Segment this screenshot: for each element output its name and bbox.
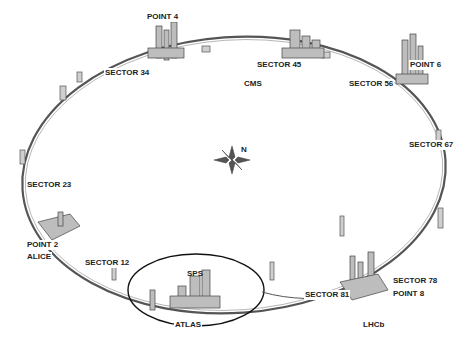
map-label: ALICE [26, 252, 52, 262]
map-label: CMS [243, 79, 263, 89]
map-label: ATLAS [174, 320, 202, 330]
map-label: SECTOR 81 [304, 290, 350, 300]
map-label: POINT 2 [26, 240, 59, 250]
map-label: POINT 6 [409, 60, 442, 70]
map-label: SECTOR 23 [26, 180, 72, 190]
map-label: SECTOR 56 [348, 79, 394, 89]
map-label: SPS [186, 269, 204, 279]
map-label: POINT 8 [392, 289, 425, 299]
map-label: N [240, 145, 248, 155]
map-label: SECTOR 78 [392, 276, 438, 286]
map-label: SECTOR 67 [408, 140, 454, 150]
map-label: SECTOR 34 [104, 68, 150, 78]
map-label: SECTOR 12 [84, 258, 130, 268]
map-label: LHCb [362, 320, 385, 330]
map-label: POINT 4 [146, 12, 179, 22]
map-label: SECTOR 45 [256, 60, 302, 70]
